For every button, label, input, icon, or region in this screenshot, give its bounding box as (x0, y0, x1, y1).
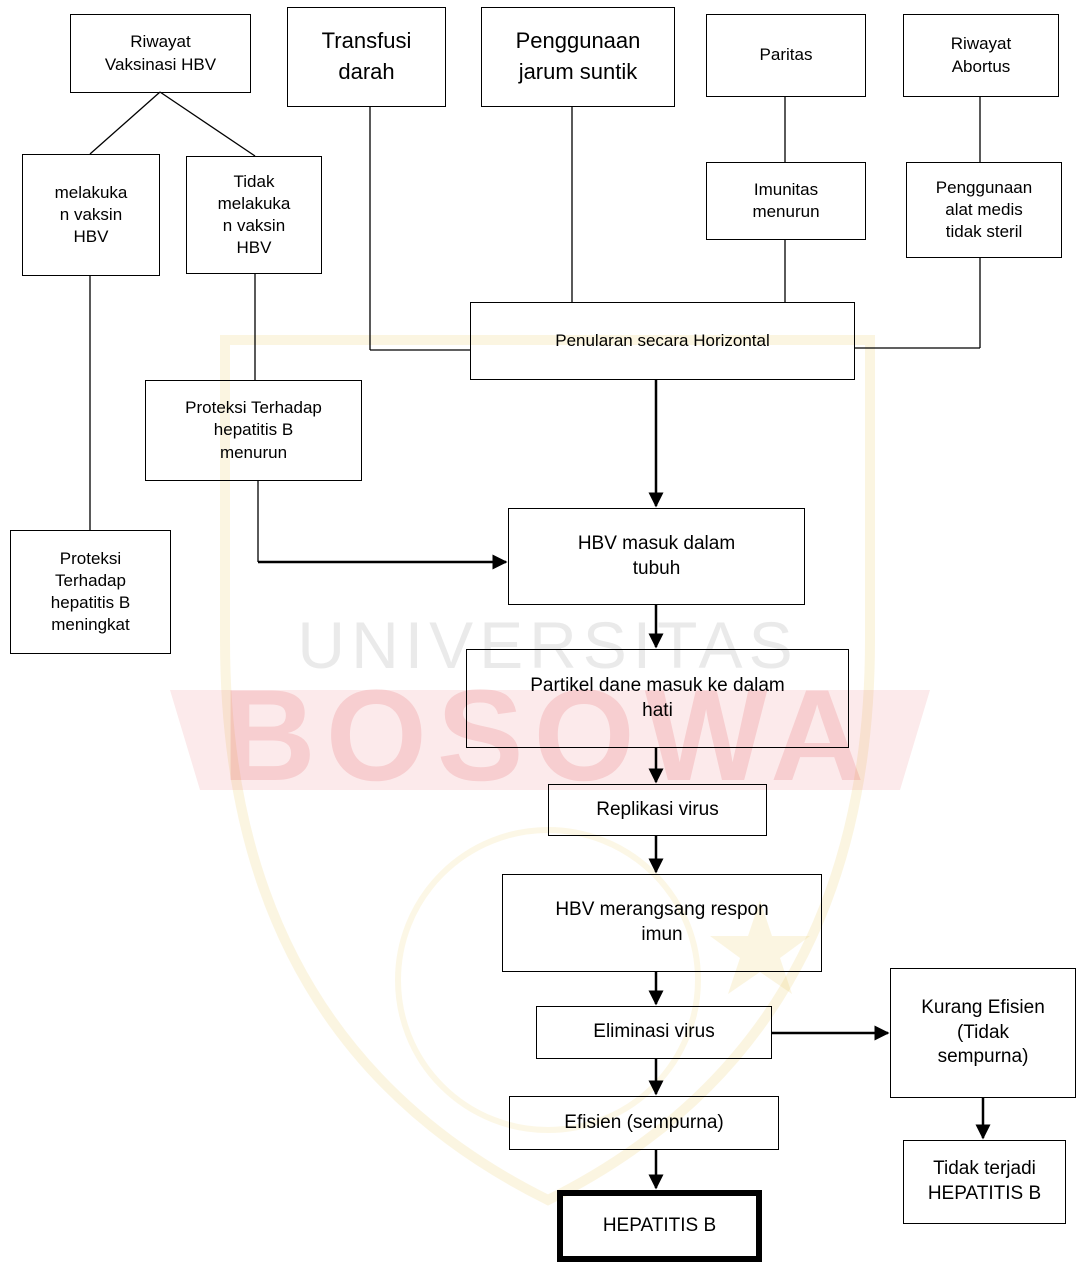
line-riwayat-to-tidak (159, 91, 256, 157)
node-partikel-dane: Partikel dane masuk ke dalam hati (466, 649, 849, 748)
node-hbv-masuk-tubuh: HBV masuk dalam tubuh (508, 508, 805, 605)
node-hepatitis-b: HEPATITIS B (557, 1190, 762, 1262)
node-kurang-efisien: Kurang Efisien (Tidak sempurna) (890, 968, 1076, 1098)
node-penggunaan-jarum-suntik: Penggunaan jarum suntik (481, 7, 675, 107)
node-transfusi-darah: Transfusi darah (287, 7, 446, 107)
watermark-star-icon (710, 900, 810, 994)
node-penularan-horizontal: Penularan secara Horizontal (470, 302, 855, 380)
watermark-main-text: BOSOWA (222, 662, 874, 808)
node-respon-imun: HBV merangsang respon imun (502, 874, 822, 972)
watermark-banner (170, 690, 930, 790)
node-tidak-melakukan-vaksin: Tidak melakuka n vaksin HBV (186, 156, 322, 274)
node-replikasi-virus: Replikasi virus (548, 784, 767, 836)
node-riwayat-abortus: Riwayat Abortus (903, 14, 1059, 97)
node-paritas: Paritas (706, 14, 866, 97)
node-riwayat-vaksinasi: Riwayat Vaksinasi HBV (70, 14, 251, 93)
line-riwayat-to-melakukan (89, 91, 161, 155)
node-proteksi-menurun: Proteksi Terhadap hepatitis B menurun (145, 380, 362, 481)
node-alat-medis-tidak-steril: Penggunaan alat medis tidak steril (906, 162, 1062, 258)
watermark-top-text: UNIVERSITAS (297, 608, 798, 682)
node-tidak-terjadi-hepatitis: Tidak terjadi HEPATITIS B (903, 1140, 1066, 1224)
node-efisien-sempurna: Efisien (sempurna) (509, 1096, 779, 1150)
node-melakukan-vaksin: melakuka n vaksin HBV (22, 154, 160, 276)
node-imunitas-menurun: Imunitas menurun (706, 162, 866, 240)
node-proteksi-meningkat: Proteksi Terhadap hepatitis B meningkat (10, 530, 171, 654)
node-eliminasi-virus: Eliminasi virus (536, 1006, 772, 1059)
watermark-shield-outline (220, 335, 875, 1206)
